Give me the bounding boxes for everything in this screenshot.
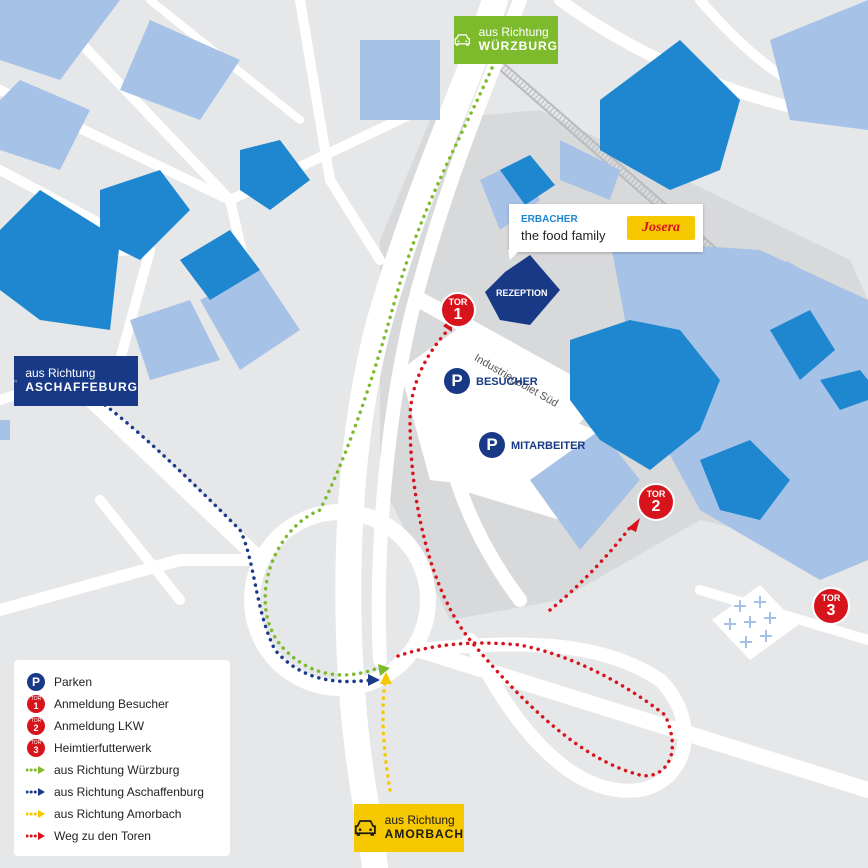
sign-wuerzburg-pre: aus Richtung bbox=[478, 25, 549, 40]
car-icon bbox=[14, 379, 18, 383]
gate-2-word: TOR bbox=[646, 488, 666, 499]
legend-label-red-route: Weg zu den Toren bbox=[54, 829, 151, 843]
sign-amorbach-pre: aus Richtung bbox=[384, 813, 455, 828]
yellow-route-icon bbox=[26, 810, 45, 818]
rezeption-label: REZEPTION bbox=[496, 288, 548, 298]
navy-route-icon bbox=[26, 788, 45, 796]
sign-aschaffenburg-city: ASCHAFFEBURG bbox=[25, 380, 138, 394]
car-icon bbox=[454, 34, 471, 46]
sign-wuerzburg-city: WÜRZBURG bbox=[478, 39, 558, 53]
callout-pointer bbox=[508, 250, 520, 260]
gate-2-marker: TOR 2 bbox=[637, 483, 675, 521]
legend-label-navy-route: aus Richtung Aschaffenburg bbox=[54, 785, 204, 799]
gate-1-word: TOR bbox=[448, 296, 468, 307]
legend-row-navy-route: aus Richtung Aschaffenburg bbox=[26, 782, 204, 802]
gate-2-number: 2 bbox=[651, 497, 661, 515]
arrow-green bbox=[378, 664, 390, 676]
legend-label-gate-3: Heimtierfutterwerk bbox=[54, 741, 152, 755]
parking-label-staff: MITARBEITER bbox=[511, 440, 586, 452]
gate-3-word: TOR bbox=[821, 592, 841, 603]
arrow-navy bbox=[368, 674, 380, 686]
parking-label-visitors: BESUCHER bbox=[476, 376, 538, 388]
legend-label-gate-2: Anmeldung LKW bbox=[54, 719, 145, 733]
parking-icon-staff: P bbox=[479, 432, 505, 458]
sign-wuerzburg: aus Richtung WÜRZBURG bbox=[454, 16, 558, 64]
company-name-line1: ERBACHER bbox=[521, 214, 578, 225]
legend-row-yellow-route: aus Richtung Amorbach bbox=[26, 804, 181, 824]
josera-logo: Josera bbox=[627, 216, 695, 240]
gate-1-icon-number: 1 bbox=[33, 701, 39, 711]
gate-3-number: 3 bbox=[826, 601, 836, 619]
arrow-yellow bbox=[380, 672, 392, 684]
gate-3-marker: TOR 3 bbox=[812, 587, 850, 625]
josera-logo-text: Josera bbox=[641, 220, 681, 235]
legend-row-red-route: Weg zu den Toren bbox=[26, 826, 151, 846]
route-amorbach bbox=[381, 680, 392, 792]
parking-icon-visitors: P bbox=[444, 368, 470, 394]
company-callout: ERBACHER the food family Josera bbox=[509, 204, 703, 252]
gate-1-number: 1 bbox=[453, 305, 463, 323]
rezeption-building bbox=[485, 255, 560, 325]
legend-label-parking: Parken bbox=[54, 675, 93, 689]
red-route-icon bbox=[26, 832, 45, 840]
gate-3-icon-word: TOR bbox=[30, 740, 42, 746]
legend-label-green-route: aus Richtung Würzburg bbox=[54, 763, 180, 777]
gate-2-icon-word: TOR bbox=[30, 718, 42, 724]
gate-2-icon-number: 2 bbox=[33, 723, 39, 733]
sign-aschaffenburg-pre: aus Richtung bbox=[25, 366, 96, 381]
green-route-icon bbox=[26, 766, 45, 774]
sign-aschaffenburg: aus Richtung ASCHAFFEBURG bbox=[14, 356, 138, 406]
legend-row-parking: P Parken bbox=[26, 672, 92, 692]
legend-label-yellow-route: aus Richtung Amorbach bbox=[54, 807, 182, 821]
gate-1-icon-word: TOR bbox=[30, 696, 42, 702]
arrow-red-2 bbox=[628, 518, 640, 532]
dark-buildings bbox=[0, 40, 868, 520]
parking-icon: P bbox=[27, 673, 45, 691]
gate-3-icon-number: 3 bbox=[33, 745, 39, 755]
legend-label-gate-1: Anmeldung Besucher bbox=[54, 697, 169, 711]
company-name-line2: the food family bbox=[521, 228, 606, 243]
gate-1-marker: TOR 1 bbox=[440, 292, 476, 328]
cemetery bbox=[712, 585, 798, 660]
sign-amorbach: aus Richtung AMORBACH bbox=[354, 804, 464, 852]
legend-row-green-route: aus Richtung Würzburg bbox=[26, 760, 179, 780]
sign-amorbach-city: AMORBACH bbox=[384, 827, 464, 841]
routes bbox=[103, 66, 675, 792]
car-icon bbox=[354, 820, 376, 836]
route-aschaffenburg bbox=[103, 403, 374, 684]
